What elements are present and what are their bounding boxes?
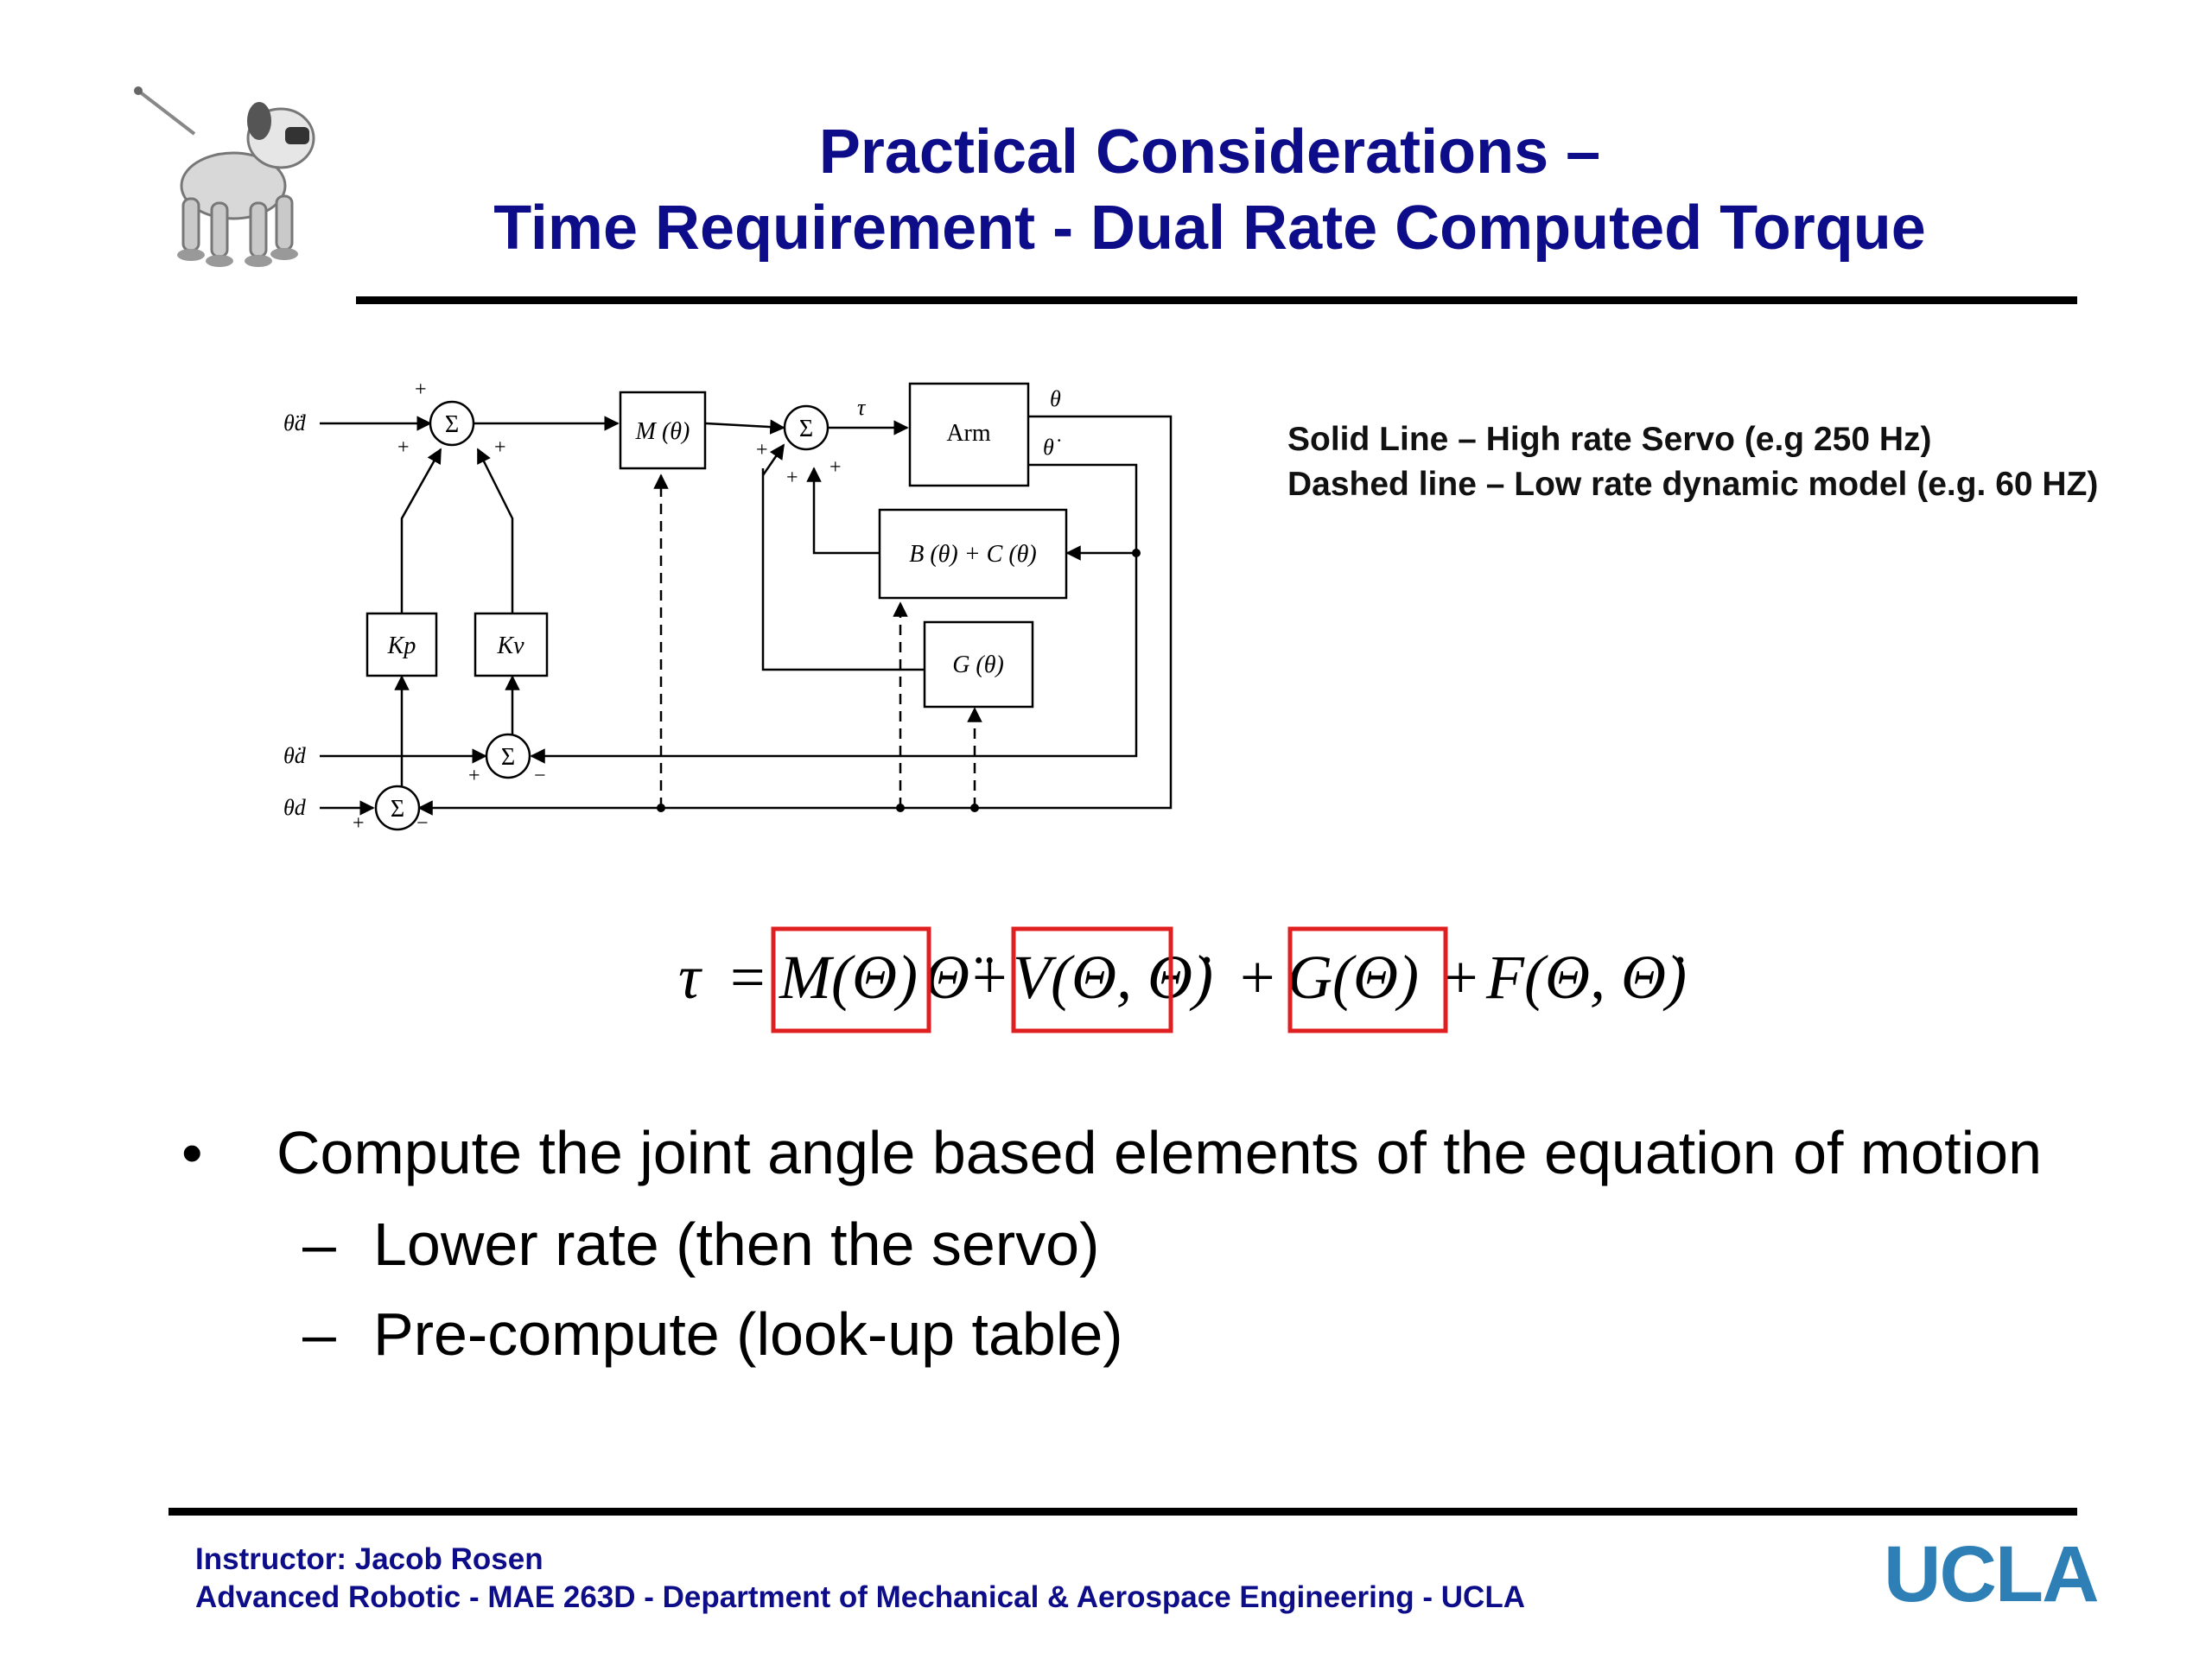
footer-rule — [168, 1508, 2077, 1516]
sign: − — [534, 765, 546, 787]
label-theta: θ — [1050, 386, 1061, 411]
sign: + — [756, 439, 768, 461]
sign: + — [415, 378, 427, 401]
sign: + — [830, 456, 842, 479]
eq-equals: = — [730, 943, 766, 1012]
sum-3: Σ — [501, 744, 515, 771]
bullet-sub-2-text: Pre-compute (look-up table) — [373, 1300, 1123, 1368]
highlight-g-box — [1287, 926, 1448, 1033]
bullet-dot: • — [181, 1119, 203, 1186]
equation-of-motion: τ = M(Θ) Θ̈ + V(Θ, Θ̇) + G(Θ) + F(Θ, Θ̇) — [678, 926, 1687, 1033]
label-theta-dot: θ̇ — [1043, 435, 1061, 460]
eq-m-term: M(Θ) — [779, 943, 918, 1012]
eq-v-term: V(Θ, Θ̇) — [1013, 943, 1213, 1012]
legend-solid-line: Solid Line – High rate Servo (e.g 250 Hz… — [1287, 421, 1932, 458]
block-m: M (θ) — [635, 418, 690, 445]
title-line-1: Practical Considerations – — [818, 118, 1601, 187]
sign: + — [468, 765, 480, 787]
rate-legend: Solid Line – High rate Servo (e.g 250 Hz… — [1287, 417, 2098, 507]
block-kp: Kp — [387, 632, 416, 659]
block-g: G (θ) — [952, 652, 1004, 678]
sign: + — [494, 436, 506, 459]
sub-dash: – — [302, 1211, 336, 1278]
block-arm: Arm — [946, 420, 991, 447]
bullet-list: • Compute the joint angle based elements… — [181, 1115, 2143, 1379]
title-line-2: Time Requirement - Dual Rate Computed To… — [493, 194, 1926, 263]
eq-plus-2: + — [1240, 943, 1275, 1012]
block-bc: B (θ) + C (θ) — [909, 541, 1036, 568]
label-theta-dot-d: θ̇d — [283, 743, 307, 768]
highlight-m-box — [771, 926, 931, 1033]
bullet-main-text: Compute the joint angle based elements o… — [276, 1119, 2043, 1186]
eq-g-term: G(Θ) — [1287, 943, 1419, 1012]
block-kv: Kv — [496, 632, 524, 659]
sign: + — [397, 436, 410, 459]
block-diagram: M (θ) Arm B (θ) + C (θ) G (θ) Kp Kv Σ Σ … — [283, 378, 1173, 835]
footer-course: Advanced Robotic - MAE 263D - Department… — [195, 1580, 1525, 1614]
footer-instructor: Instructor: Jacob Rosen — [195, 1542, 543, 1576]
sign: + — [353, 812, 365, 835]
sum-4: Σ — [391, 796, 404, 823]
eq-plus-1: + — [972, 943, 1007, 1012]
bullet-sub-2: – Pre-compute (look-up table) — [181, 1289, 2143, 1379]
robot-dog-icon — [134, 86, 315, 267]
label-theta-d: θd — [283, 795, 307, 820]
eq-f-term: F(Θ, Θ̇) — [1485, 943, 1687, 1012]
bullet-sub-1-text: Lower rate (then the servo) — [373, 1211, 1100, 1278]
sign: + — [786, 467, 798, 489]
title-rule — [356, 296, 2077, 304]
eq-plus-3: + — [1443, 943, 1478, 1012]
label-theta-dd-d: θ̈d — [283, 410, 307, 435]
ucla-logo: UCLA — [1884, 1530, 2100, 1618]
legend-dashed-line: Dashed line – Low rate dynamic model (e.… — [1287, 466, 2099, 503]
bullet-sub-1: – Lower rate (then the servo) — [181, 1199, 2143, 1289]
sign: − — [416, 812, 429, 835]
sub-dash: – — [302, 1300, 336, 1368]
bullet-main: • Compute the joint angle based elements… — [181, 1115, 2143, 1191]
highlight-v-box — [1011, 926, 1173, 1033]
footer-credits: Instructor: Jacob Rosen Advanced Robotic… — [195, 1541, 1525, 1617]
label-tau: τ — [857, 395, 867, 420]
sum-2: Σ — [799, 416, 813, 442]
eq-lhs: τ — [678, 943, 702, 1012]
sum-1: Σ — [445, 411, 459, 438]
slide-title: Practical Considerations – Time Requirem… — [346, 114, 2074, 266]
